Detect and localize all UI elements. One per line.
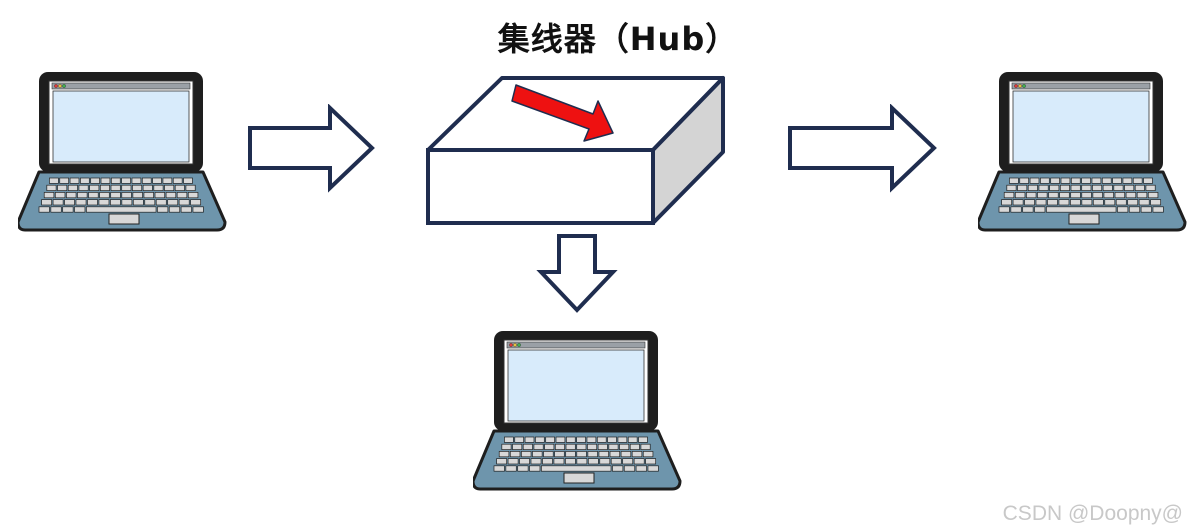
window-title-bar bbox=[1011, 82, 1151, 90]
laptop-icon bbox=[976, 70, 1188, 235]
arrow-right-icon bbox=[248, 104, 375, 193]
touchpad bbox=[108, 213, 140, 225]
hub-title: 集线器（Hub） bbox=[497, 20, 739, 58]
laptop-screen bbox=[52, 90, 190, 163]
red-arrow-icon bbox=[511, 84, 614, 142]
arrow-right-icon bbox=[788, 104, 937, 193]
hub-box-icon bbox=[426, 76, 725, 225]
touchpad bbox=[1068, 213, 1100, 225]
laptop-icon bbox=[471, 329, 683, 494]
laptop-icon bbox=[16, 70, 228, 235]
laptop-screen bbox=[507, 349, 645, 422]
watermark: CSDN @Doopny@ bbox=[1002, 502, 1183, 525]
window-title-bar bbox=[51, 82, 191, 90]
arrow-down-icon bbox=[536, 234, 618, 313]
window-title-bar bbox=[506, 341, 646, 349]
hub-front-face bbox=[426, 148, 655, 225]
laptop-screen bbox=[1012, 90, 1150, 163]
touchpad bbox=[563, 472, 595, 484]
